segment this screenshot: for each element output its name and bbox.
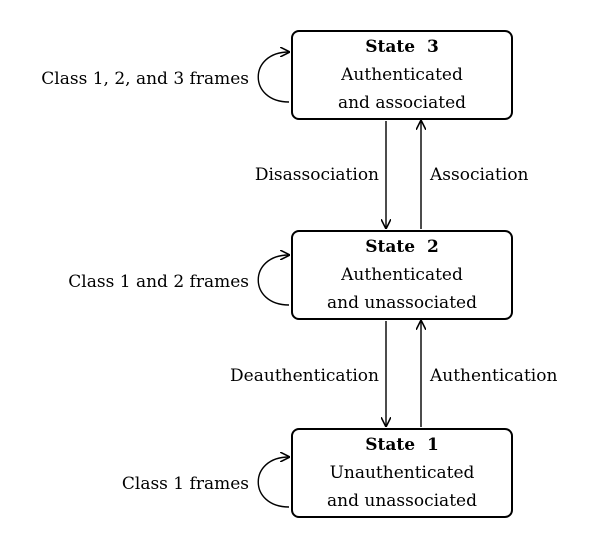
state-3-line-1: Authenticated (341, 65, 463, 85)
self-loop-arrow-state-1 (257, 457, 289, 508)
state-3-box: State 3 Authenticated and associated (291, 30, 513, 120)
state-3-loop-label: Class 1, 2, and 3 frames (41, 69, 249, 89)
deauthentication-label: Deauthentication (230, 366, 379, 386)
state-3-title: State 3 (365, 37, 439, 57)
disassociation-label: Disassociation (254, 165, 379, 185)
state-1-line-2: and unassociated (327, 491, 477, 511)
authentication-label: Authentication (430, 366, 558, 386)
self-loop-arrow-state-2 (257, 255, 289, 306)
state-2-loop-label: Class 1 and 2 frames (68, 272, 249, 292)
state-2-title: State 2 (365, 237, 439, 257)
state-1-title: State 1 (365, 435, 439, 455)
state-1-line-1: Unauthenticated (329, 463, 475, 483)
state-2-line-2: and unassociated (327, 293, 477, 313)
state-3-line-2: and associated (337, 93, 467, 113)
state-1-box: State 1 Unauthenticated and unassociated (291, 428, 513, 518)
state-2-line-1: Authenticated (341, 265, 463, 285)
association-label: Association (430, 165, 529, 185)
self-loop-arrow-state-3 (257, 52, 289, 103)
state-2-box: State 2 Authenticated and unassociated (291, 230, 513, 320)
state-1-loop-label: Class 1 frames (121, 474, 249, 494)
